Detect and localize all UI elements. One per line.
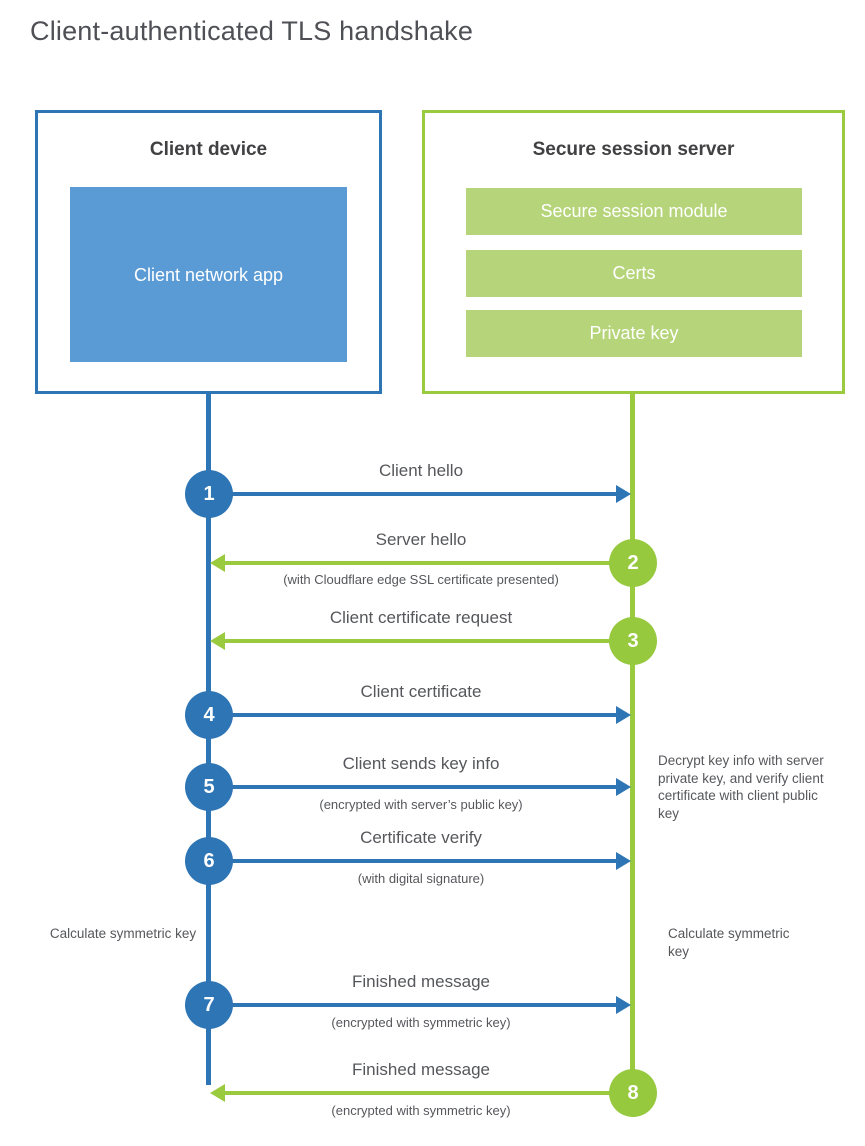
annotation-decrypt-note: Decrypt key info with server private key…: [658, 753, 824, 821]
step-label: Client certificate request: [329, 608, 513, 627]
message-arrow-line: [209, 1003, 619, 1007]
module-bar-private-key: Private key: [466, 310, 802, 357]
step-label: Client certificate: [360, 682, 482, 701]
message-arrow-line: [225, 1091, 633, 1095]
step-label: Server hello: [375, 530, 467, 549]
server-box: Secure session server Secure session mod…: [422, 110, 845, 394]
arrow-right-icon: [616, 485, 631, 503]
message-arrow-line: [225, 561, 633, 565]
step-sublabel: (encrypted with server’s public key): [319, 797, 523, 812]
step-circle: 7: [185, 981, 233, 1029]
message-arrow-line: [209, 492, 619, 496]
client-device-box: Client device Client network app: [35, 110, 382, 394]
client-device-title: Client device: [149, 139, 268, 160]
message-arrow-line: [209, 785, 619, 789]
module-bar-certs: Certs: [466, 250, 802, 297]
step-label: Client sends key info: [342, 754, 500, 773]
server-lifeline: [630, 393, 635, 1093]
arrow-right-icon: [616, 996, 631, 1014]
step-label: Certificate verify: [360, 828, 482, 847]
step-label: Finished message: [352, 1060, 490, 1079]
arrow-right-icon: [616, 852, 631, 870]
step-sublabel: (with digital signature): [357, 871, 485, 886]
message-arrow-line: [225, 639, 633, 643]
client-lifeline: [206, 393, 211, 1085]
annotation-calculate-symmetric-key-left: Calculate symmetric key: [49, 926, 197, 941]
message-arrow-line: [209, 713, 619, 717]
arrow-left-icon: [210, 554, 225, 572]
step-circle: 3: [609, 617, 657, 665]
step-circle: 1: [185, 470, 233, 518]
step-sublabel: (with Cloudflare edge SSL certificate pr…: [283, 572, 559, 587]
step-circle: 6: [185, 837, 233, 885]
step-circle: 2: [609, 539, 657, 587]
step-sublabel: (encrypted with symmetric key): [331, 1103, 511, 1118]
step-circle: 5: [185, 763, 233, 811]
page-title: Client-authenticated TLS handshake: [30, 16, 474, 46]
step-label: Client hello: [378, 461, 464, 480]
arrow-left-icon: [210, 1084, 225, 1102]
client-network-app-box: Client network app: [70, 187, 347, 362]
client-network-app-label: Client network app: [133, 264, 284, 285]
arrow-right-icon: [616, 706, 631, 724]
step-label: Finished message: [352, 972, 490, 991]
step-sublabel: (encrypted with symmetric key): [331, 1015, 511, 1030]
module-bar-secure-session-module: Secure session module: [466, 188, 802, 235]
arrow-right-icon: [616, 778, 631, 796]
step-circle: 8: [609, 1069, 657, 1117]
message-arrow-line: [209, 859, 619, 863]
server-title: Secure session server: [532, 139, 735, 160]
annotation-calculate-symmetric-key-right: Calculate symmetric key: [668, 926, 790, 959]
arrow-left-icon: [210, 632, 225, 650]
step-circle: 4: [185, 691, 233, 739]
